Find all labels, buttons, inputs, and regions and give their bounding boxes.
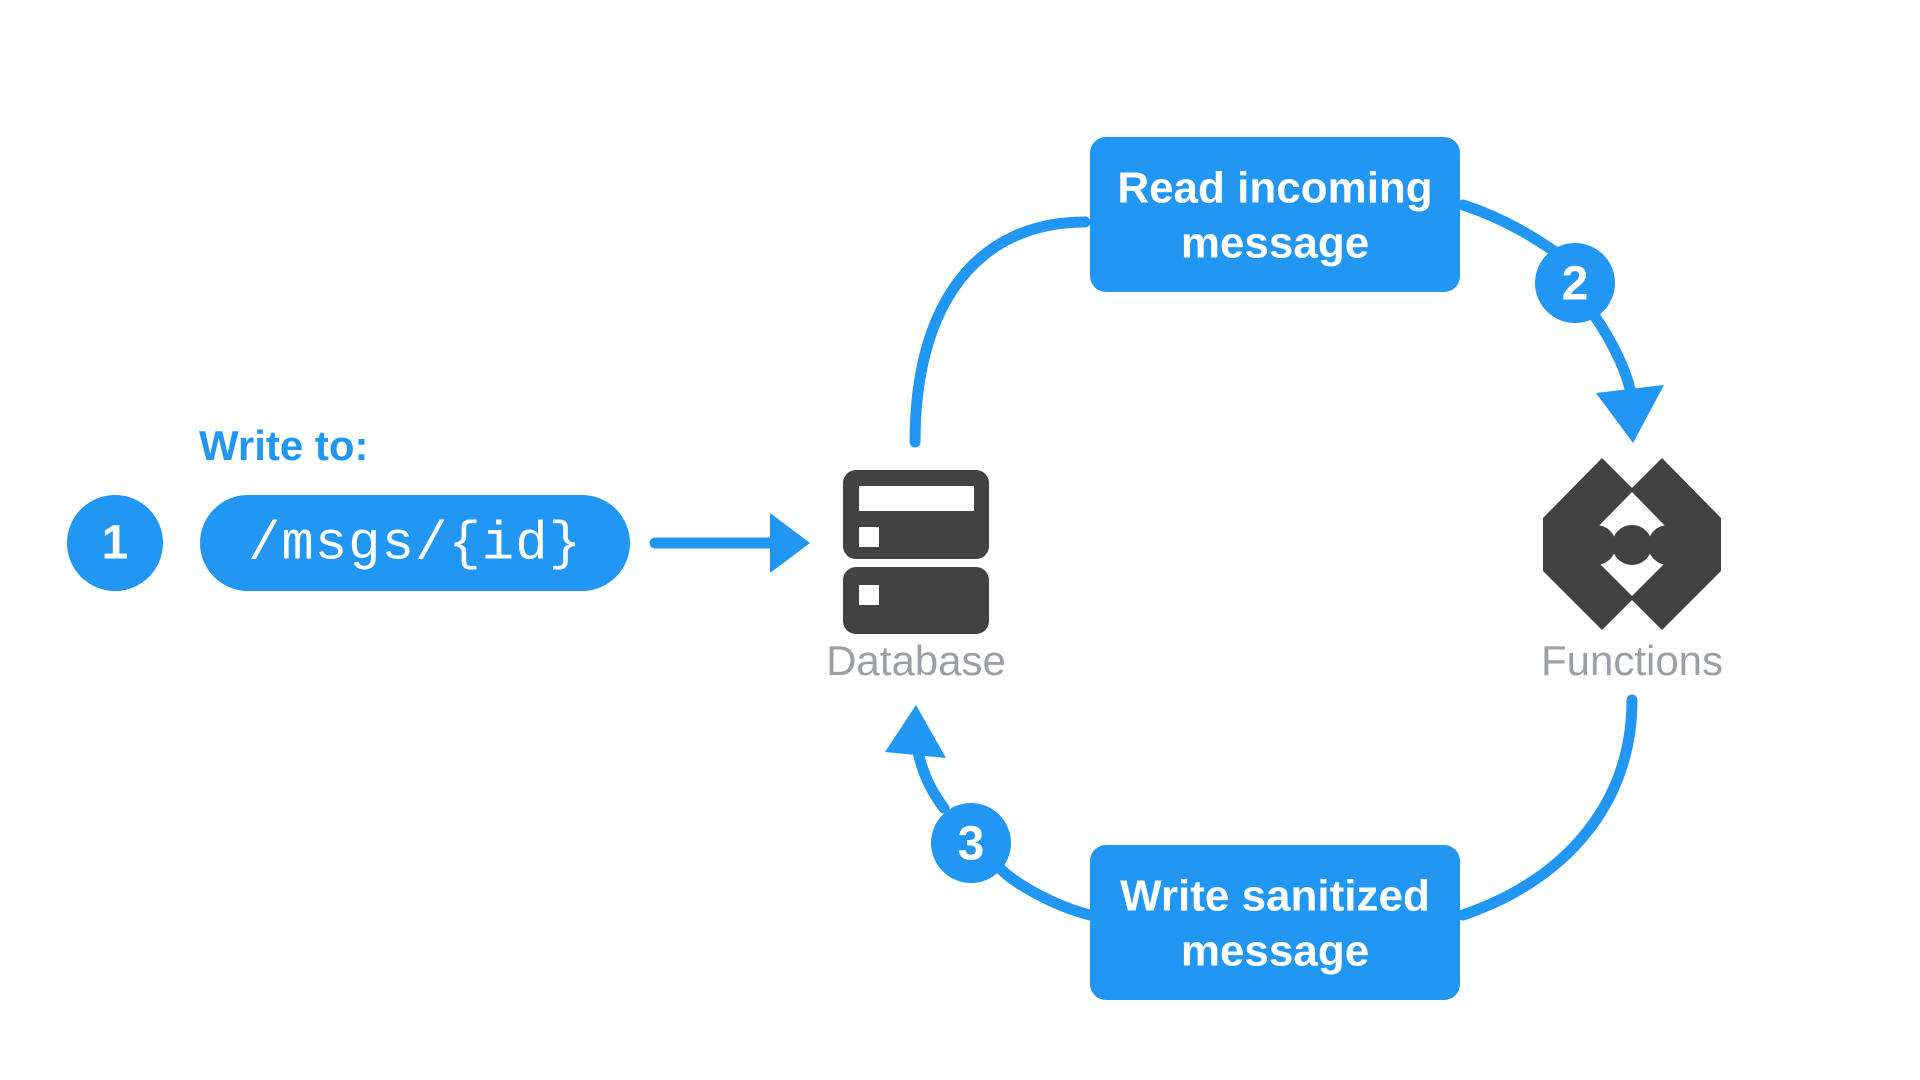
arrow-database-to-read-box bbox=[909, 216, 1091, 448]
functions-braces-icon bbox=[1543, 458, 1721, 630]
database-node: Database bbox=[826, 470, 1006, 684]
read-box-line-2: message bbox=[1181, 219, 1369, 268]
read-incoming-message-box[interactable]: Read incoming message bbox=[1090, 137, 1460, 292]
badge-1-label: 1 bbox=[102, 517, 129, 570]
badge-2: 2 bbox=[1535, 243, 1615, 323]
functions-label: Functions bbox=[1541, 637, 1723, 684]
database-icon bbox=[843, 470, 989, 634]
functions-node: Functions bbox=[1541, 458, 1723, 684]
path-pill-label: /msgs/{id} bbox=[248, 515, 582, 576]
write-to-caption: Write to: bbox=[199, 422, 369, 469]
arrow-write-box-to-database bbox=[885, 705, 1096, 921]
path-pill[interactable]: /msgs/{id} bbox=[200, 495, 630, 591]
database-label: Database bbox=[826, 637, 1006, 684]
write-box-line-1: Write sanitized bbox=[1120, 872, 1430, 921]
badge-1: 1 bbox=[67, 495, 163, 591]
badge-3-label: 3 bbox=[958, 818, 985, 871]
write-box-line-2: message bbox=[1181, 927, 1369, 976]
badge-3: 3 bbox=[931, 803, 1011, 883]
badge-2-label: 2 bbox=[1562, 258, 1589, 311]
read-box-line-1: Read incoming bbox=[1117, 164, 1432, 213]
arrow-functions-to-write-box bbox=[1457, 694, 1638, 921]
write-sanitized-message-box[interactable]: Write sanitized message bbox=[1090, 845, 1460, 1000]
arrow-pill-to-database bbox=[649, 513, 810, 573]
arrow-read-box-to-functions bbox=[1457, 199, 1664, 443]
